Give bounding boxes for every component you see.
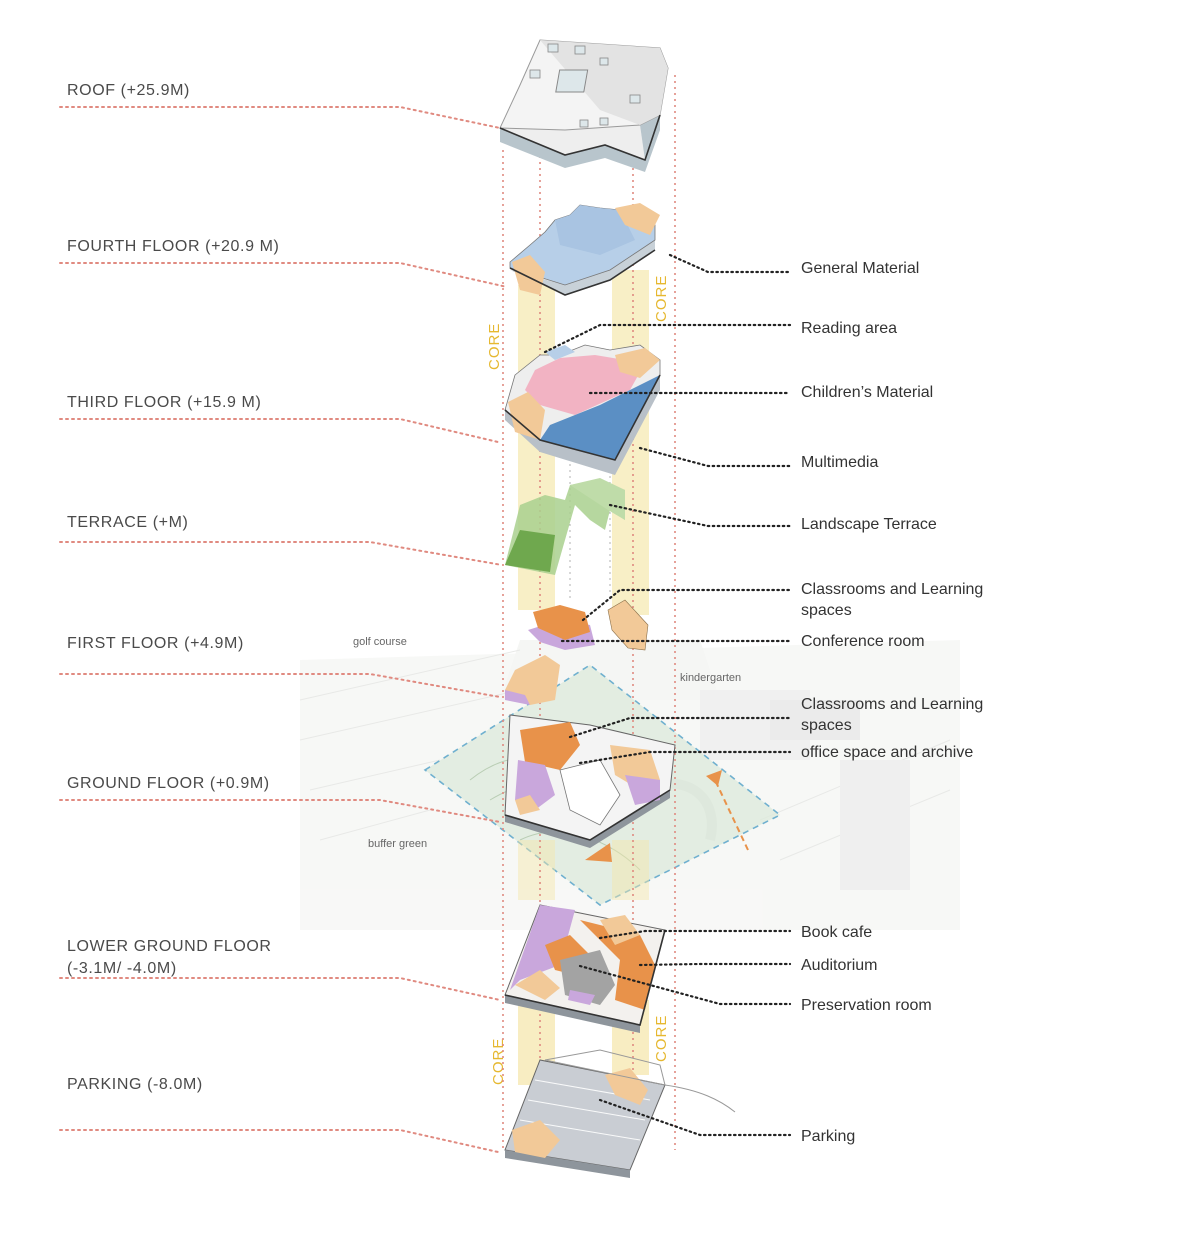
level-label-first-floor: FIRST FLOOR (+4.9M): [67, 635, 244, 652]
level-labels: ROOF (+25.9M) FOURTH FLOOR (+20.9 M) THI…: [67, 82, 280, 1093]
ground-floor-slab: [504, 714, 676, 848]
program-label-general-material: General Material: [801, 260, 919, 277]
program-label-classrooms-lower-line1: Classrooms and Learning: [801, 696, 983, 713]
context-label-kindergarten: kindergarten: [680, 672, 741, 684]
entrance-arrow-icon: [585, 843, 612, 862]
parking-slab: [504, 1049, 736, 1178]
core-label-lower-left: CORE: [490, 1038, 507, 1085]
level-label-lower-ground-elevation: (-3.1M/ -4.0M): [67, 960, 177, 977]
context-labels: golf course kindergarten buffer green: [353, 636, 741, 850]
level-leaders: [59, 106, 508, 1153]
program-label-preservation-room: Preservation room: [801, 997, 932, 1014]
level-label-roof: ROOF (+25.9M): [67, 82, 190, 99]
fourth-floor-slab: [509, 203, 660, 296]
core-label-upper-left: CORE: [486, 323, 503, 370]
core-label-lower-right: CORE: [653, 1015, 670, 1062]
program-label-auditorium: Auditorium: [801, 957, 877, 974]
program-label-classrooms-lower-line2: spaces: [801, 717, 852, 734]
program-label-classrooms-upper-line1: Classrooms and Learning: [801, 581, 983, 598]
program-label-conference-room: Conference room: [801, 633, 925, 650]
level-label-lower-ground-floor: LOWER GROUND FLOOR: [67, 938, 272, 955]
level-label-ground-floor: GROUND FLOOR (+0.9M): [67, 775, 270, 792]
program-label-office-archive: office space and archive: [801, 744, 973, 761]
program-label-landscape-terrace: Landscape Terrace: [801, 516, 937, 533]
program-label-reading-area: Reading area: [801, 320, 897, 337]
context-label-buffer-green: buffer green: [368, 838, 427, 850]
program-label-multimedia: Multimedia: [801, 454, 878, 471]
level-label-parking: PARKING (-8.0M): [67, 1076, 203, 1093]
context-label-golf-course: golf course: [353, 636, 407, 648]
program-label-book-cafe: Book cafe: [801, 924, 872, 941]
projection-lines: [502, 75, 676, 1150]
level-label-terrace: TERRACE (+M): [67, 514, 188, 531]
level-label-fourth-floor: FOURTH FLOOR (+20.9 M): [67, 238, 280, 255]
program-label-childrens-material: Children’s Material: [801, 384, 933, 401]
core-label-upper-right: CORE: [653, 275, 670, 322]
roof-slab: [499, 39, 669, 172]
program-labels: General Material Reading area Children’s…: [801, 260, 983, 1145]
program-label-parking: Parking: [801, 1128, 855, 1145]
program-label-classrooms-upper-line2: spaces: [801, 602, 852, 619]
level-label-third-floor: THIRD FLOOR (+15.9 M): [67, 394, 261, 411]
approach-arrow-icon: [706, 770, 722, 786]
first-floor-blocks: [505, 599, 649, 705]
third-floor-slab: [504, 344, 661, 475]
terrace-slab: [505, 478, 625, 575]
program-leaders: [543, 253, 792, 1137]
